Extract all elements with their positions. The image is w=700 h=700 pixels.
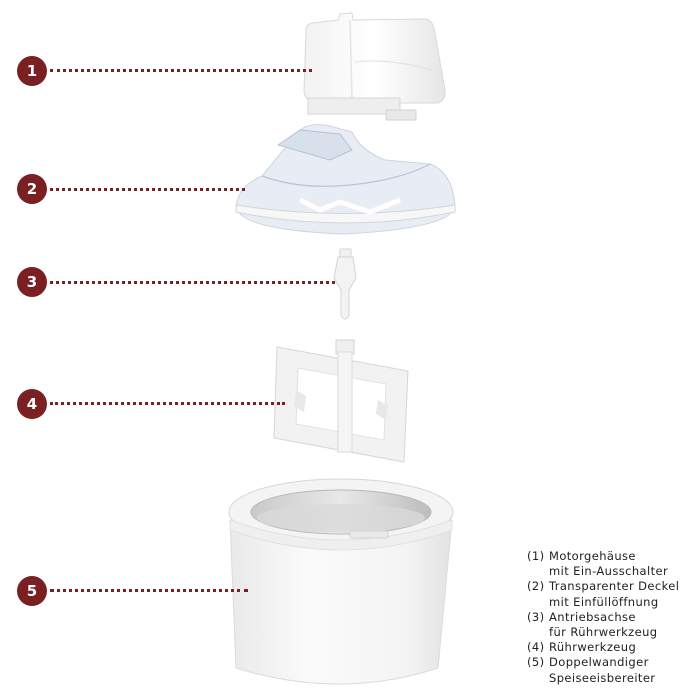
leader-line-5	[50, 589, 248, 592]
legend-number: (2)	[527, 579, 545, 594]
legend-item-3: (3) Antriebsachse	[527, 610, 697, 625]
legend-text: Doppelwandiger	[549, 655, 649, 670]
stirring-paddle	[273, 339, 409, 463]
motor-housing	[303, 12, 446, 121]
parts-legend: (1) Motorgehäuse mit Ein-Ausschalter (2)…	[527, 549, 697, 686]
legend-text: mit Ein-Ausschalter	[549, 564, 669, 579]
legend-item-2-cont: mit Einfüllöffnung	[527, 595, 697, 610]
callout-badge-5: 5	[17, 576, 47, 606]
legend-text: mit Einfüllöffnung	[549, 594, 659, 609]
legend-text: Motorgehäuse	[549, 549, 636, 563]
legend-number: (5)	[527, 655, 545, 670]
legend-item-5-cont: Speiseeisbereiter	[527, 671, 697, 686]
leader-line-3	[50, 281, 335, 284]
legend-item-1: (1) Motorgehäuse	[527, 549, 697, 564]
legend-number: (4)	[527, 640, 545, 655]
legend-item-2: (2) Transparenter Deckel	[527, 579, 697, 594]
legend-text: für Rührwerkzeug	[549, 625, 658, 640]
legend-item-1-cont: mit Ein-Ausschalter	[527, 564, 697, 579]
legend-item-3-cont: für Rührwerkzeug	[527, 625, 697, 640]
legend-text: Antriebsachse	[549, 609, 636, 624]
transparent-lid	[235, 124, 456, 235]
callout-badge-1: 1	[17, 56, 47, 86]
callout-badge-2: 2	[17, 174, 47, 204]
legend-number: (1)	[527, 549, 545, 563]
legend-item-4: (4) Rührwerkzeug	[527, 640, 697, 655]
legend-number: (3)	[527, 609, 545, 624]
leader-line-2	[50, 188, 245, 191]
legend-text: Rührwerkzeug	[549, 640, 637, 655]
ice-cream-bowl	[228, 478, 454, 685]
legend-text: Speiseeisbereiter	[549, 670, 656, 685]
drive-shaft	[333, 248, 357, 320]
legend-text: Transparenter Deckel	[549, 579, 680, 594]
leader-line-1	[50, 69, 312, 72]
callout-badge-3: 3	[17, 267, 47, 297]
legend-item-5: (5) Doppelwandiger	[527, 655, 697, 670]
leader-line-4	[50, 402, 285, 405]
callout-badge-4: 4	[17, 389, 47, 419]
